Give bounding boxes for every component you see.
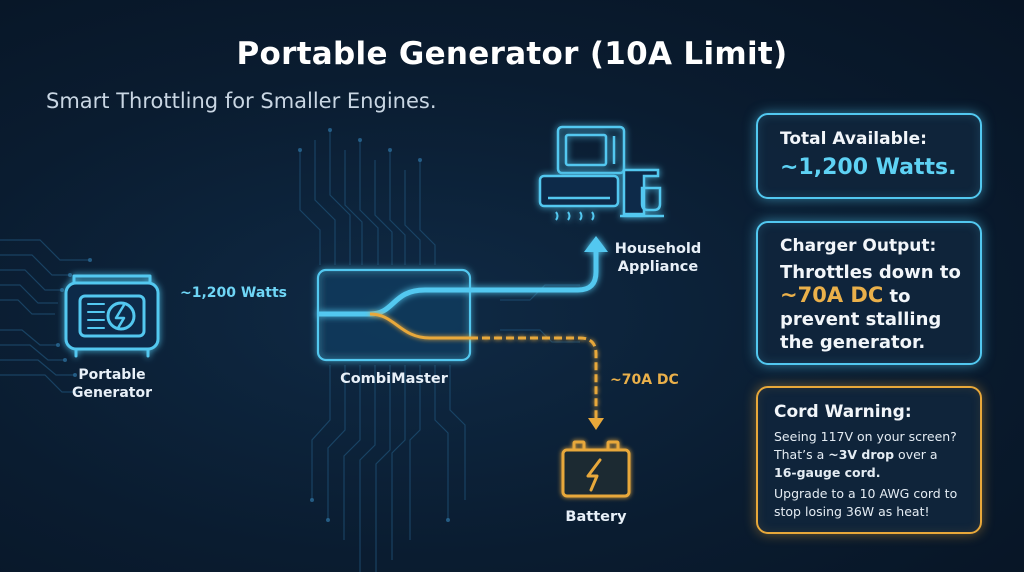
charger-output-line2: prevent stalling	[780, 309, 942, 330]
charger-output-line1-end: to	[883, 286, 911, 307]
page-title: Portable Generator (10A Limit)	[236, 36, 788, 72]
appliance-label: Household Appliance	[614, 241, 702, 275]
cord-warning-card: Cord Warning: Seeing 117V on your screen…	[756, 386, 982, 534]
charger-output-highlight: ~70A DC	[780, 283, 884, 307]
cord-warning-text2: over a	[894, 446, 938, 462]
cord-warning-heading: Cord Warning:	[774, 402, 912, 422]
battery-icon	[561, 440, 631, 498]
ac-arrowhead	[584, 236, 608, 252]
ac-output-line	[470, 248, 599, 293]
battery-label: Battery	[565, 509, 627, 525]
input-flow-label: ~1,200 Watts	[180, 285, 287, 301]
cord-warning-upgrade: Upgrade to a 10 AWG cord to stop losing …	[774, 486, 958, 519]
total-available-value: ~1,200 Watts.	[780, 155, 957, 180]
dc-arrowhead	[588, 418, 604, 430]
generator-icon	[64, 274, 160, 358]
cord-warning-text: That’s a	[774, 446, 829, 462]
charger-output-card: Charger Output: Throttles down to ~70A D…	[756, 221, 982, 365]
cord-warning-gauge: 16-gauge cord.	[774, 464, 881, 480]
generator-label: Portable Generator	[71, 367, 152, 401]
air-conditioner-icon	[538, 174, 620, 221]
cord-warning-line1: Seeing 117V on your screen?	[774, 429, 957, 444]
page-subtitle: Smart Throttling for Smaller Engines.	[46, 89, 437, 113]
total-available-card: Total Available: ~1,200 Watts.	[756, 113, 982, 199]
coffee-maker-icon	[620, 168, 664, 218]
cord-warning-drop: ~3V drop	[828, 446, 895, 462]
combimaster-label: CombiMaster	[340, 371, 448, 387]
dc-flow-label: ~70A DC	[610, 372, 679, 388]
microwave-icon	[556, 125, 626, 175]
dc-output-line	[470, 336, 598, 420]
total-available-heading: Total Available:	[780, 129, 927, 149]
charger-output-heading: Charger Output:	[780, 236, 937, 256]
charger-output-line3: the generator.	[780, 332, 926, 353]
charger-output-line1: Throttles down to	[780, 262, 961, 283]
